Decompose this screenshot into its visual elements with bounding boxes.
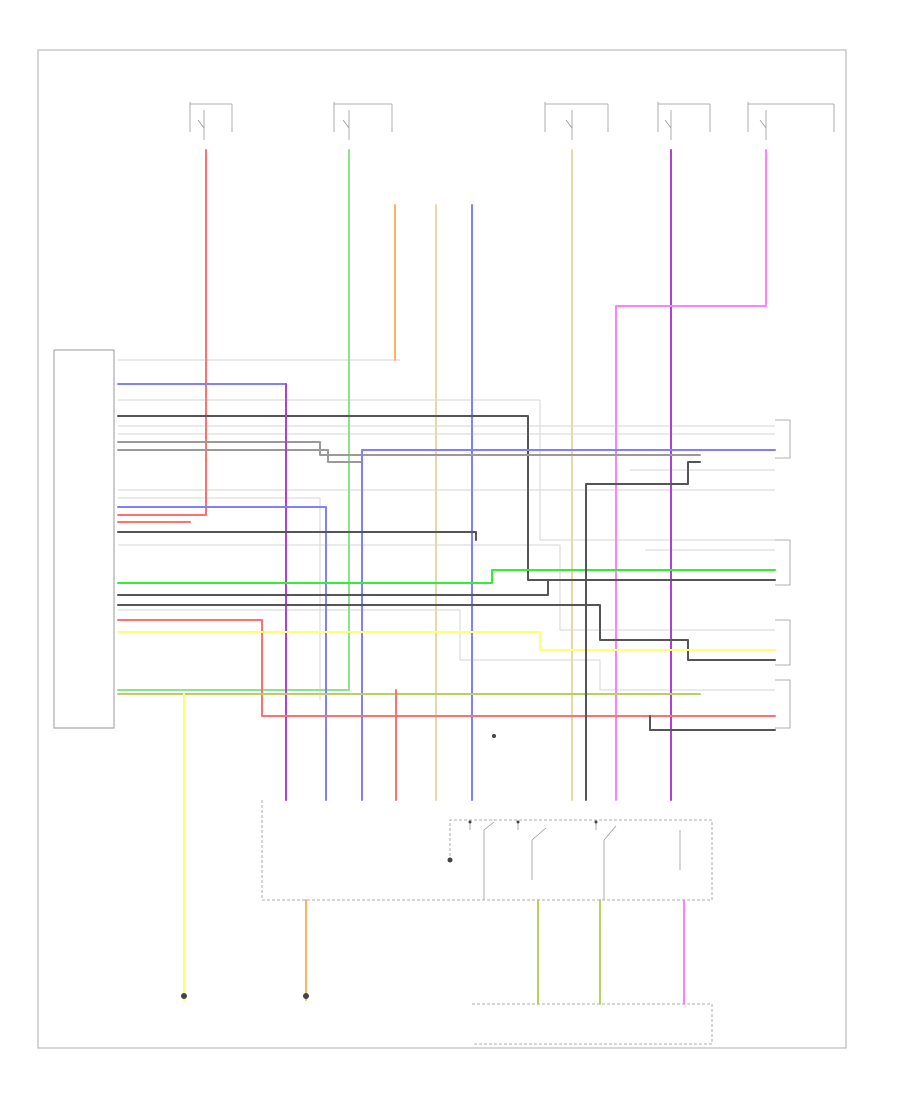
fuse-boxes	[189, 102, 835, 140]
bottom-connector	[472, 1003, 713, 1045]
control-module-box	[53, 349, 115, 729]
diagram-frame	[37, 49, 847, 1049]
switch-box	[261, 734, 713, 901]
wire-harness	[117, 149, 776, 1005]
right-connectors	[775, 419, 791, 729]
